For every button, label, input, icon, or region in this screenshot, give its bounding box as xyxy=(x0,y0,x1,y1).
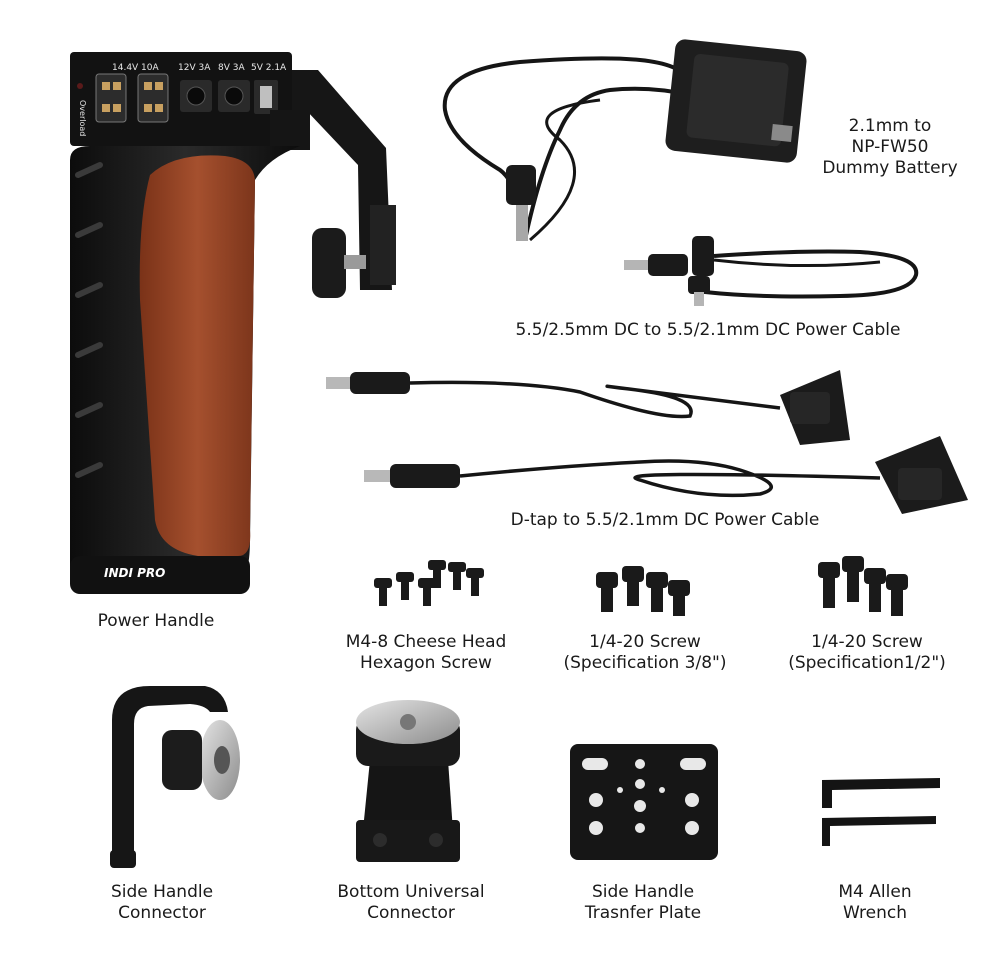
dtap-cable-image xyxy=(326,370,968,514)
overload-label: Overload xyxy=(78,100,87,136)
screws-38-image xyxy=(596,566,690,616)
label-bottom-universal-connector: Bottom Universal Connector xyxy=(337,882,485,923)
label-allen-wrench: M4 Allen Wrench xyxy=(838,882,912,923)
port-label-8v: 8V 3A xyxy=(218,63,245,73)
screws-12-image xyxy=(818,556,908,616)
label-power-handle: Power Handle xyxy=(97,611,215,631)
side-handle-connector-image xyxy=(110,686,240,868)
power-handle-image: Overload 14.4V 10A 12V 3A 8V 3A 5V 2.1A … xyxy=(70,52,396,594)
label-m4-screw: M4-8 Cheese Head Hexagon Screw xyxy=(345,632,507,673)
label-screw-12: 1/4-20 Screw (Specification1/2") xyxy=(788,632,946,673)
handle-brand-logo: INDI PRO xyxy=(104,566,165,580)
label-dummy-battery: 2.1mm to NP-FW50 Dummy Battery xyxy=(822,116,958,178)
bottom-universal-connector-image xyxy=(356,700,460,862)
dummy-battery-image xyxy=(442,39,807,242)
label-dtap-cable: D-tap to 5.5/2.1mm DC Power Cable xyxy=(510,510,820,530)
dc-power-cable-image xyxy=(624,236,919,306)
label-transfer-plate: Side Handle Trasnfer Plate xyxy=(584,882,702,923)
m4-screws-image xyxy=(374,560,484,606)
label-screw-38: 1/4-20 Screw (Specification 3/8") xyxy=(563,632,727,673)
transfer-plate-image xyxy=(570,744,718,860)
allen-wrench-image xyxy=(822,778,940,846)
port-label-14v: 14.4V 10A xyxy=(112,63,160,73)
port-label-12v: 12V 3A xyxy=(178,63,211,73)
label-side-handle-connector: Side Handle Connector xyxy=(110,882,214,923)
port-label-5v: 5V 2.1A xyxy=(251,63,287,73)
label-dc-power-cable: 5.5/2.5mm DC to 5.5/2.1mm DC Power Cable xyxy=(515,320,901,340)
